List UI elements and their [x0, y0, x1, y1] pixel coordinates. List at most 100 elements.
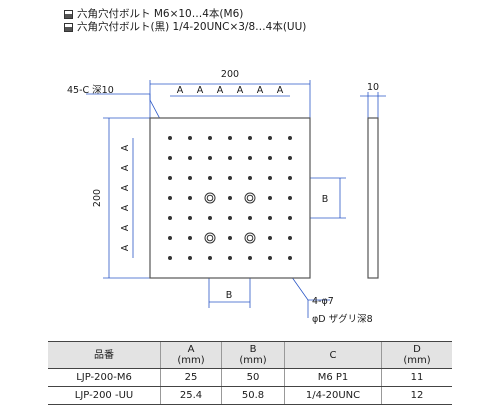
- pitch-label-vertical: A: [120, 204, 131, 211]
- pitch-label-horizontal: A: [197, 85, 204, 96]
- cell-c: M6 P1: [284, 368, 382, 387]
- counterbore-hole: [204, 232, 216, 244]
- pitch-label-vertical: A: [120, 144, 131, 151]
- tapped-hole: [168, 136, 172, 140]
- tapped-hole: [268, 176, 272, 180]
- header-a: A(mm): [160, 341, 222, 369]
- hole-callout: 4-φ7: [312, 296, 334, 307]
- tapped-hole: [228, 176, 232, 180]
- header-part-number: 品番: [48, 341, 161, 369]
- tapped-hole: [248, 156, 252, 160]
- pitch-label-horizontal: A: [217, 85, 224, 96]
- table-row: LJP-200 -UU 25.4 50.8 1/4-20UNC 12: [48, 386, 452, 405]
- tapped-hole: [188, 176, 192, 180]
- tapped-hole: [268, 156, 272, 160]
- table-row: LJP-200-M6 25 50 M6 P1 11: [48, 368, 452, 387]
- tapped-hole: [288, 196, 292, 200]
- bolt-notes: 六角穴付ボルト M6×10…4本(M6) 六角穴付ボルト(黒) 1/4-20UN…: [64, 8, 306, 34]
- tapped-hole: [228, 196, 232, 200]
- dimension-labels: 200 200 10 45-C 深10 B B 4-φ7 φD ザグリ深8 A A…: [67, 69, 379, 325]
- tapped-hole: [288, 176, 292, 180]
- tapped-hole: [168, 196, 172, 200]
- counterbore-hole-inner: [246, 234, 254, 242]
- tapped-hole: [268, 256, 272, 260]
- tapped-hole: [228, 256, 232, 260]
- tapped-hole: [288, 136, 292, 140]
- tapped-hole: [228, 236, 232, 240]
- tapped-hole: [208, 156, 212, 160]
- cell-d: 11: [381, 368, 452, 387]
- plate-side-view: [367, 117, 379, 279]
- tapped-hole: [208, 216, 212, 220]
- pitch-label-vertical: A: [120, 184, 131, 191]
- pitch-label-horizontal: A: [277, 85, 284, 96]
- counterbore-hole: [204, 192, 216, 204]
- tapped-hole: [268, 236, 272, 240]
- b-vertical-label: B: [322, 194, 329, 205]
- pitch-label-vertical: A: [120, 244, 131, 251]
- cell-c: 1/4-20UNC: [284, 386, 382, 405]
- tapped-hole: [188, 136, 192, 140]
- tapped-hole: [168, 156, 172, 160]
- height-dimension-label: 200: [92, 189, 103, 207]
- spec-table: 品番 A(mm) B(mm) C D(mm) LJP-200-M6 25 50 …: [48, 341, 452, 405]
- counterbore-hole: [244, 192, 256, 204]
- tapped-hole: [228, 156, 232, 160]
- cell-a: 25: [160, 368, 222, 387]
- cell-part-number: LJP-200-M6: [48, 368, 161, 387]
- tapped-hole: [288, 156, 292, 160]
- bolt-icon: [64, 10, 73, 19]
- table-header-row: 品番 A(mm) B(mm) C D(mm): [48, 341, 452, 369]
- bolt-note-1: 六角穴付ボルト M6×10…4本(M6): [64, 8, 306, 21]
- tapped-hole: [168, 256, 172, 260]
- pitch-label-horizontal: A: [237, 85, 244, 96]
- cell-b: 50: [221, 368, 285, 387]
- tapped-hole: [188, 196, 192, 200]
- header-d: D(mm): [381, 341, 452, 369]
- tapped-hole: [268, 196, 272, 200]
- pitch-label-vertical: A: [120, 164, 131, 171]
- cell-part-number: LJP-200 -UU: [48, 386, 161, 405]
- tapped-hole: [248, 176, 252, 180]
- tapped-hole: [188, 256, 192, 260]
- counterbore-hole: [244, 232, 256, 244]
- plate-layer: [149, 117, 379, 279]
- tapped-hole: [248, 256, 252, 260]
- header-b: B(mm): [221, 341, 285, 369]
- tapped-hole: [288, 256, 292, 260]
- tapped-hole: [248, 216, 252, 220]
- width-dimension-label: 200: [221, 69, 239, 80]
- tapped-hole: [228, 136, 232, 140]
- tapped-hole: [268, 136, 272, 140]
- tapped-hole: [188, 216, 192, 220]
- tapped-hole: [248, 136, 252, 140]
- tapped-hole: [228, 216, 232, 220]
- tapped-hole: [168, 236, 172, 240]
- tapped-hole: [288, 236, 292, 240]
- bolt-note-2: 六角穴付ボルト(黒) 1/4-20UNC×3/8…4本(UU): [64, 21, 306, 34]
- tap-callout: 45-C 深10: [67, 85, 114, 96]
- plate-drawing: 200 200 10 45-C 深10 B B 4-φ7 φD ザグリ深8 A A…: [67, 69, 386, 325]
- counterbore-hole-inner: [246, 194, 254, 202]
- tapped-hole: [168, 176, 172, 180]
- pitch-label-horizontal: A: [177, 85, 184, 96]
- cell-b: 50.8: [221, 386, 285, 405]
- counterbore-callout: φD ザグリ深8: [312, 313, 373, 325]
- tapped-hole: [208, 176, 212, 180]
- cell-d: 12: [381, 386, 452, 405]
- bolt-note-1-text: 六角穴付ボルト M6×10…4本(M6): [77, 8, 244, 20]
- thickness-dimension-label: 10: [367, 82, 379, 93]
- counterbore-hole-inner: [206, 234, 214, 242]
- pitch-label-horizontal: A: [257, 85, 264, 96]
- counterbore-hole-inner: [206, 194, 214, 202]
- tapped-hole: [188, 236, 192, 240]
- tapped-hole: [168, 216, 172, 220]
- bolt-icon: [64, 23, 73, 32]
- cell-a: 25.4: [160, 386, 222, 405]
- tapped-hole: [188, 156, 192, 160]
- tapped-hole: [288, 216, 292, 220]
- b-horizontal-label: B: [226, 290, 233, 301]
- tapped-hole: [208, 136, 212, 140]
- pitch-label-vertical: A: [120, 224, 131, 231]
- tapped-hole: [208, 256, 212, 260]
